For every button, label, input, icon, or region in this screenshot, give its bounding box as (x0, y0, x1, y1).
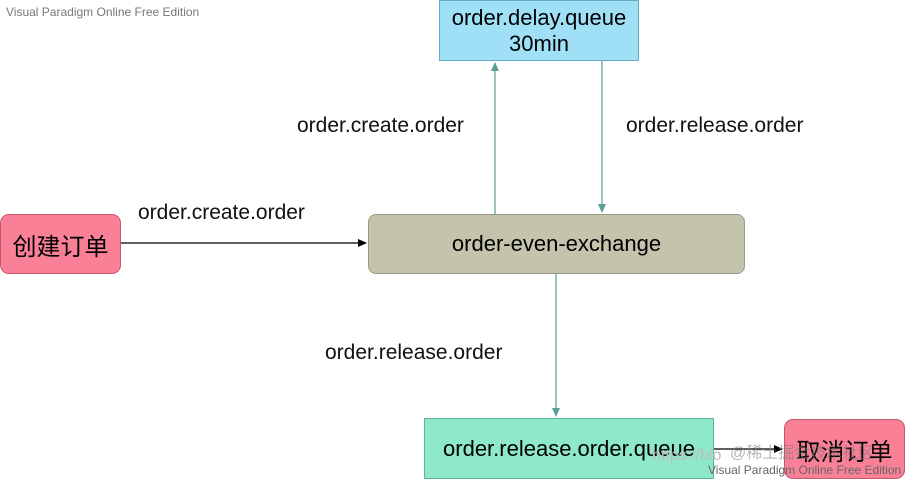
release-queue-label: order.release.order.queue (443, 435, 695, 461)
edge-label-exchange-to-release: order.release.order (325, 341, 503, 364)
watermark-author: @稀土掘金技术社区 (730, 445, 875, 462)
exchange-label: order-even-exchange (451, 231, 662, 256)
edge-label-delay-to-exchange: order.release.order (626, 114, 804, 137)
watermark-site-url: https://blo (652, 447, 722, 464)
delay-queue-ttl: 30min (509, 30, 569, 56)
create-order-label: 创建订单 (12, 232, 109, 261)
watermark-bottom: Visual Paradigm Online Free Edition (708, 463, 902, 477)
create-order-node[interactable]: 创建订单 (0, 214, 121, 274)
cancel-order-label: 取消订单 (796, 437, 893, 466)
delay-queue-name: order.delay.queue (451, 4, 627, 30)
delay-queue-node[interactable]: order.delay.queue 30min (439, 0, 639, 61)
exchange-node[interactable]: order-even-exchange (368, 214, 745, 274)
edge-label-create-to-delay: order.create.order (297, 114, 464, 137)
edge-label-create-to-exchange: order.create.order (138, 201, 305, 224)
release-queue-node[interactable]: order.release.order.queue (424, 418, 714, 479)
watermark-top: Visual Paradigm Online Free Edition (6, 5, 200, 19)
